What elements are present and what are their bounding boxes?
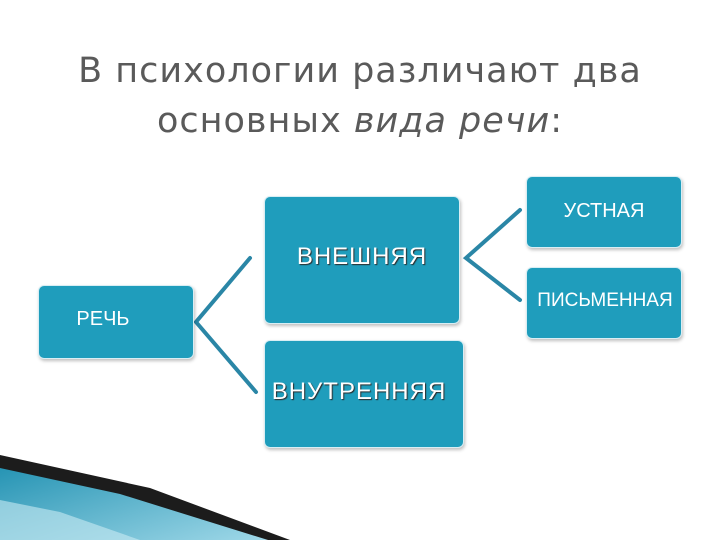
node-speech: РЕЧЬ bbox=[38, 285, 194, 359]
title-line-1: В психологии различают два bbox=[78, 51, 642, 91]
node-internal-speech: ВНУТРЕННЯЯ bbox=[264, 340, 464, 448]
title-line-2-end: : bbox=[550, 101, 564, 141]
node-written-speech-label: ПИСЬМЕННАЯ bbox=[537, 290, 673, 311]
title-line-2-italic: вида речи bbox=[353, 101, 551, 141]
node-external-speech-label: ВНЕШНЯЯ bbox=[296, 243, 428, 270]
corner-light-stripe bbox=[0, 500, 140, 540]
connector-root-branches bbox=[193, 256, 258, 394]
node-oral-speech-label: УСТНАЯ bbox=[563, 200, 645, 222]
corner-dark-stripe bbox=[0, 455, 290, 540]
node-speech-label: РЕЧЬ bbox=[76, 308, 130, 330]
slide-title: В психологии различают два основных вида… bbox=[0, 46, 720, 146]
node-external-speech: ВНЕШНЯЯ bbox=[264, 196, 460, 324]
node-internal-speech-label: ВНУТРЕННЯЯ bbox=[271, 378, 447, 405]
node-written-speech: ПИСЬМЕННАЯ bbox=[526, 267, 682, 339]
title-line-2-normal: основных bbox=[156, 101, 354, 141]
connector-external-branches bbox=[462, 208, 522, 302]
node-oral-speech: УСТНАЯ bbox=[526, 176, 682, 248]
title-line-2: основных вида речи: bbox=[0, 96, 720, 146]
